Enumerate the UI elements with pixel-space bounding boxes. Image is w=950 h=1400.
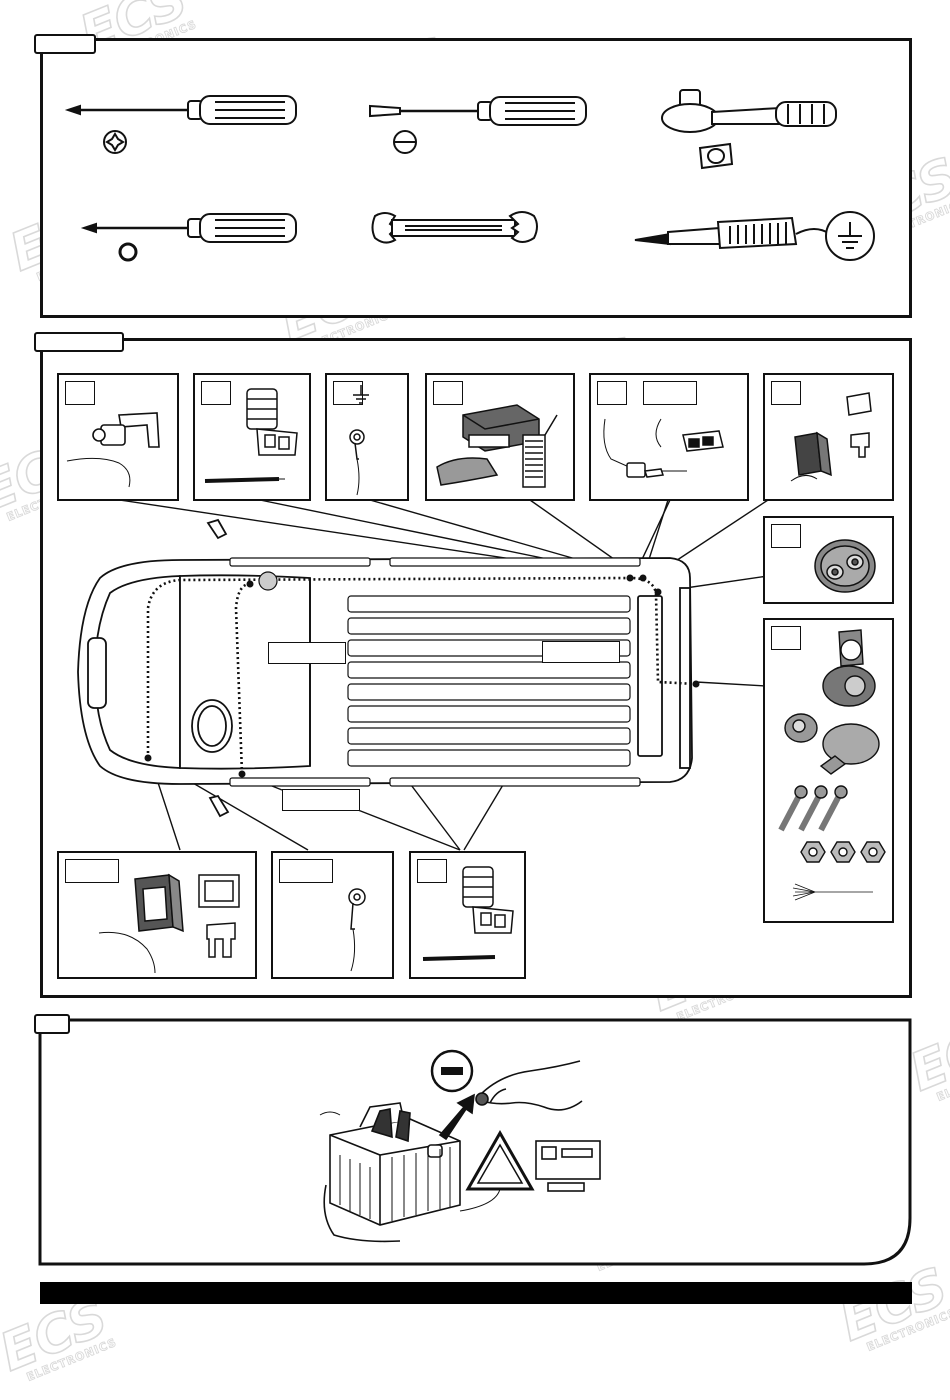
battery-disconnect-illustration — [319, 1049, 601, 1243]
van-wiring-diagram — [77, 499, 769, 851]
part-number — [201, 381, 231, 405]
bracket-connector-icon — [66, 412, 160, 488]
part-number — [771, 524, 801, 548]
tools-illustrations — [64, 89, 875, 262]
connection-points — [144, 574, 700, 778]
part-box-ring-terminal — [271, 851, 394, 979]
tools-tab — [34, 34, 96, 54]
ratchet-icon — [661, 89, 837, 170]
part-box-grommet — [763, 516, 894, 604]
part-number — [279, 859, 333, 883]
callout-label-rear — [542, 641, 620, 663]
part-box-splice — [193, 373, 311, 501]
part-box-splice-2 — [409, 851, 526, 979]
part-box-bracket — [57, 373, 179, 501]
part-number — [417, 859, 447, 883]
roof-rib — [347, 661, 631, 679]
part-number — [771, 626, 801, 650]
flat-screwdriver-icon — [369, 96, 587, 154]
part-number — [771, 381, 801, 405]
plug-connector-icon — [603, 418, 724, 478]
part-number — [433, 381, 463, 405]
relay-fuse-holder-icon — [98, 873, 240, 974]
ring-terminal-icon — [348, 888, 366, 972]
callout-label-side — [282, 789, 360, 811]
battery-panel — [38, 1018, 912, 1266]
trailer-socket-kit-icon — [778, 629, 886, 901]
part-box-fuse — [763, 373, 894, 501]
torx-screwdriver-icon — [80, 213, 297, 262]
footer-bar — [40, 1282, 912, 1304]
phillips-screwdriver-icon — [64, 95, 297, 154]
part-number-secondary — [643, 381, 697, 405]
control-module-icon — [436, 404, 558, 488]
roof-rib — [347, 749, 631, 767]
ground-terminal-icon — [349, 385, 369, 496]
roof-rib — [347, 617, 631, 635]
fuse-holder-icon — [790, 392, 872, 482]
roof-rib — [347, 683, 631, 701]
part-box-ground-terminal — [325, 373, 409, 501]
part-number — [333, 381, 363, 405]
part-box-socket-kit — [763, 618, 894, 923]
roof-rib — [347, 705, 631, 723]
callout-label-front — [268, 642, 346, 664]
wrench-icon — [371, 211, 538, 244]
part-box-plug — [589, 373, 749, 501]
part-box-module — [425, 373, 575, 501]
roof-rib — [347, 727, 631, 745]
roof-rails — [229, 557, 641, 787]
grommet-position — [258, 571, 278, 591]
ground-symbol-icon — [825, 211, 875, 261]
part-number — [65, 381, 95, 405]
minus-sign-icon — [430, 1049, 474, 1093]
warning-triangle-icon — [465, 1129, 535, 1191]
part-box-relay — [57, 851, 257, 979]
part-number — [65, 859, 119, 883]
voltage-tester-icon — [634, 216, 831, 250]
splice-connector-icon — [422, 866, 514, 961]
part-number — [597, 381, 627, 405]
rubber-grommet-icon — [814, 539, 876, 593]
splice-connector-icon — [204, 388, 298, 483]
roof-rib — [347, 595, 631, 613]
parts-tab — [34, 332, 124, 352]
tools-panel — [40, 38, 912, 318]
battery-tab — [34, 1014, 70, 1034]
